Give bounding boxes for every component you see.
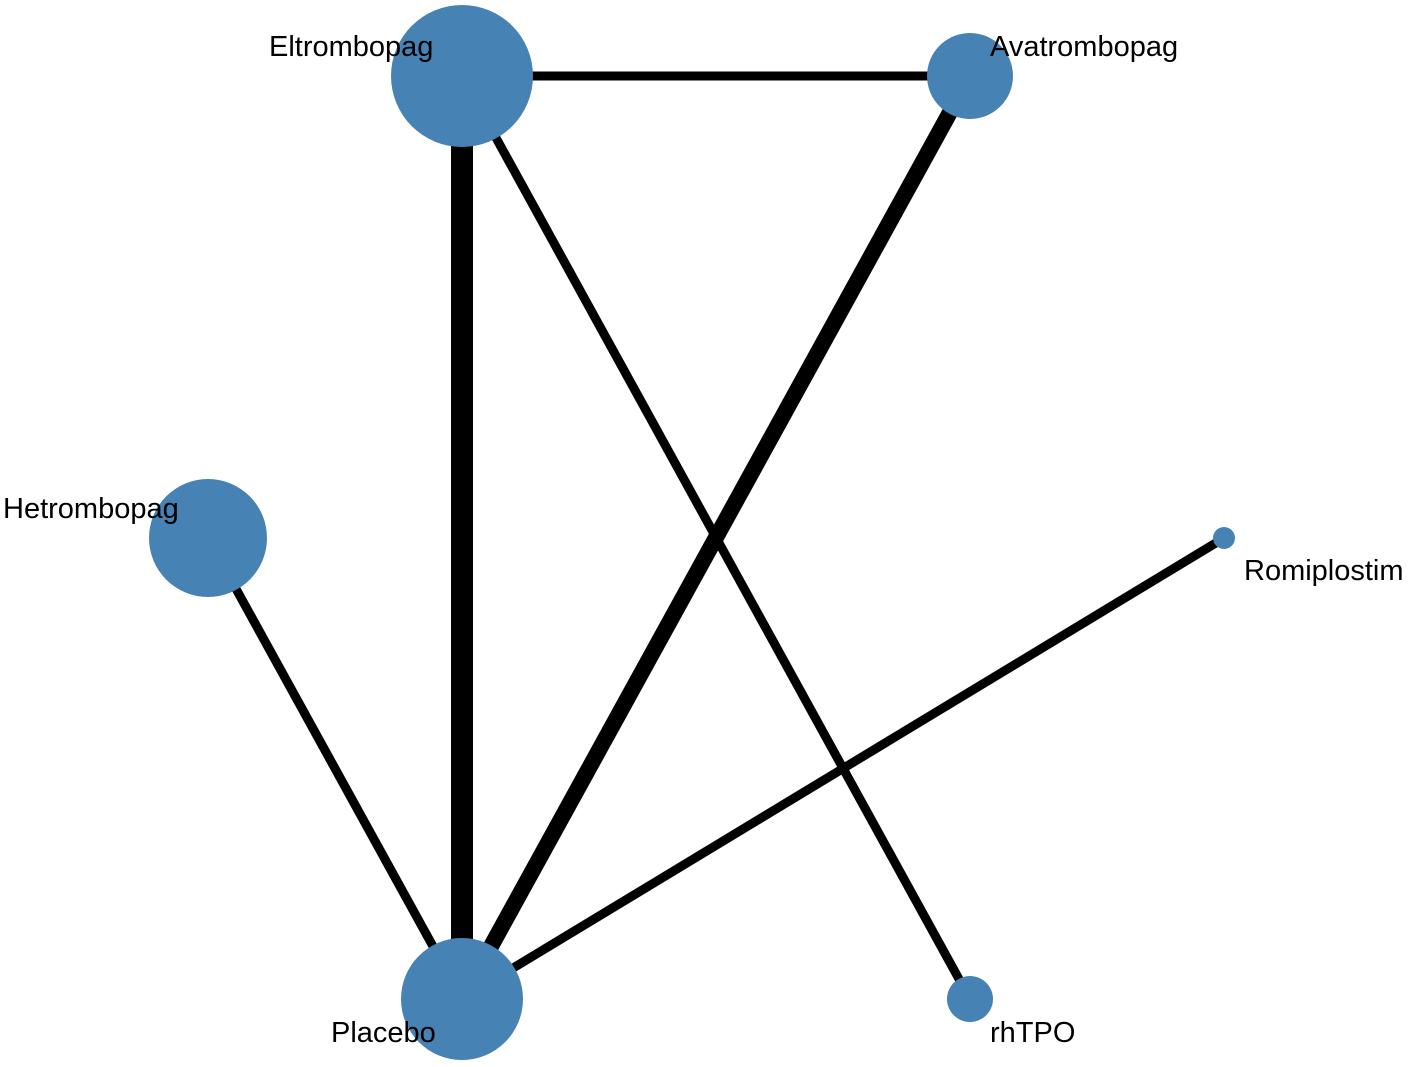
node-label-placebo: Placebo	[331, 1017, 436, 1049]
edges-layer	[204, 71, 1227, 1003]
labels-layer: Eltrombopag Avatrombopag Hetrombopag Rom…	[3, 31, 1404, 1049]
nodes-layer	[149, 5, 1235, 1060]
edge-avatrombopag-placebo	[454, 72, 978, 1003]
node-label-hetrombopag: Hetrombopag	[3, 493, 179, 525]
node-label-avatrombopag: Avatrombopag	[990, 31, 1178, 63]
node-eltrombopag	[391, 5, 533, 147]
node-label-rhtpo: rhTPO	[990, 1017, 1075, 1049]
node-hetrombopag	[149, 479, 267, 597]
edge-hetrombopag-placebo	[204, 535, 466, 1002]
node-label-romiplostim: Romiplostim	[1244, 555, 1404, 587]
node-rhtpo	[947, 976, 993, 1022]
node-romiplostim	[1213, 527, 1235, 549]
node-placebo	[401, 938, 523, 1060]
node-avatrombopag	[927, 33, 1013, 119]
node-label-eltrombopag: Eltrombopag	[269, 31, 433, 63]
edge-romiplostim-placebo	[459, 534, 1227, 1003]
